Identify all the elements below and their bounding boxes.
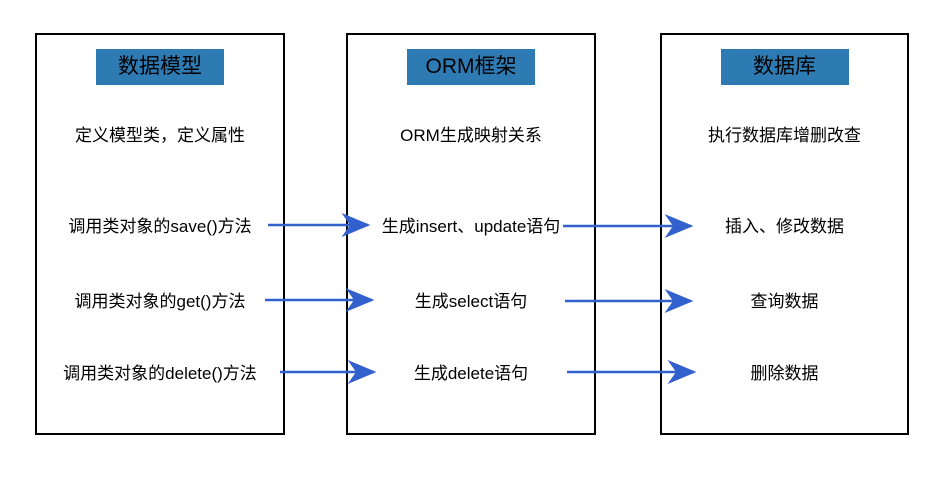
flow-step-text: 插入、修改数据 — [725, 217, 844, 236]
flow-step-text: 调用类对象的get()方法 — [74, 292, 246, 311]
flow-step-text: 查询数据 — [750, 292, 819, 311]
column-title-badge: ORM框架 — [407, 49, 535, 85]
column-title-badge: 数据库 — [720, 49, 849, 85]
flow-step-text: 调用类对象的save()方法 — [68, 217, 252, 236]
column-title-badge: 数据模型 — [96, 49, 224, 85]
flow-step-text: 生成select语句 — [414, 292, 528, 311]
flow-step-text: 生成delete语句 — [413, 364, 529, 383]
column-box-orm-framework: ORM框架 ORM生成映射关系 生成insert、update语句 生成sele… — [346, 33, 596, 435]
column-intro-text: ORM生成映射关系 — [400, 126, 542, 145]
flow-step-text: 调用类对象的delete()方法 — [63, 364, 257, 383]
column-intro-text: 执行数据库增删改查 — [708, 126, 861, 145]
flow-step-text: 生成insert、update语句 — [381, 217, 561, 236]
column-intro-text: 定义模型类，定义属性 — [75, 126, 245, 145]
flow-step-text: 删除数据 — [750, 364, 819, 383]
column-box-data-model: 数据模型 定义模型类，定义属性 调用类对象的save()方法 调用类对象的get… — [35, 33, 285, 435]
column-box-database: 数据库 执行数据库增删改查 插入、修改数据 查询数据 删除数据 — [660, 33, 909, 435]
